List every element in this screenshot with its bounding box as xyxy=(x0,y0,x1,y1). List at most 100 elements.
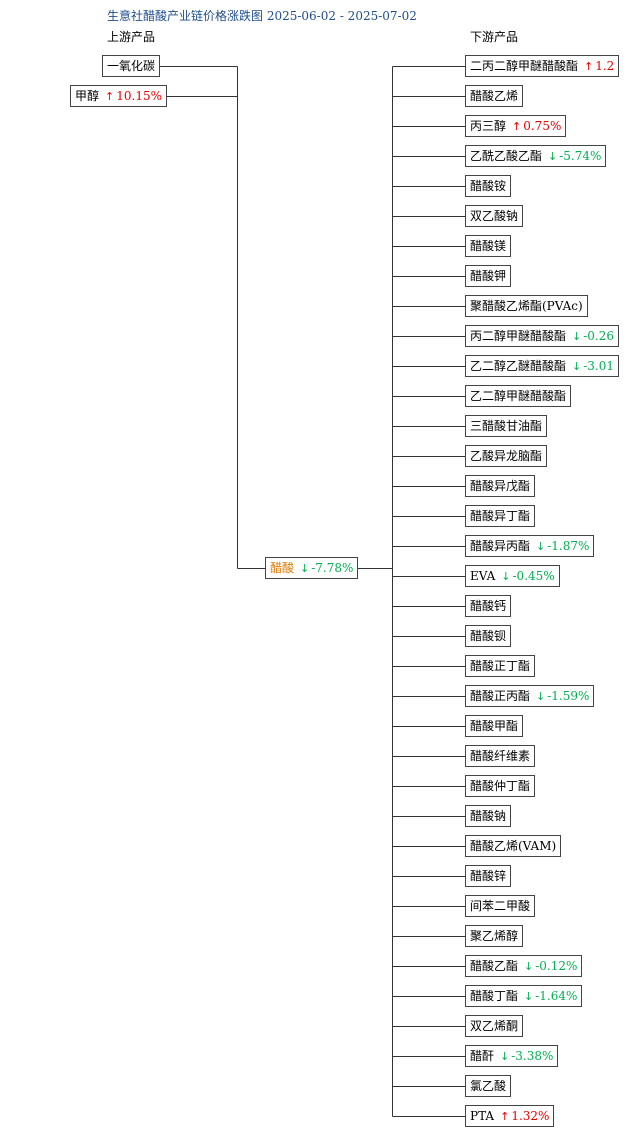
downstream-node[interactable]: 醋酸异戊酯 xyxy=(465,475,536,497)
price-change-value: 1.32% xyxy=(511,1109,550,1123)
node-name: 一氧化碳 xyxy=(107,59,156,73)
downstream-node[interactable]: 聚乙烯醇 xyxy=(465,925,524,947)
downstream-node[interactable]: 醋酸钡 xyxy=(465,625,512,647)
node-name: 醋酸乙烯 xyxy=(470,89,519,103)
downstream-node[interactable]: 醋酸钾 xyxy=(465,265,512,287)
node-name: 甲醇 xyxy=(75,89,100,103)
downstream-node[interactable]: PTA ↑1.32% xyxy=(465,1105,555,1127)
downstream-node[interactable]: 丙二醇甲醚醋酸酯 ↓-0.26 xyxy=(465,325,620,347)
downstream-node[interactable]: 乙酰乙酸乙酯 ↓-5.74% xyxy=(465,145,607,167)
node-name: 醋酸锌 xyxy=(470,869,507,883)
downstream-node[interactable]: 醋酸乙烯(VAM) xyxy=(465,835,562,857)
price-change: ↓-1.87% xyxy=(536,539,589,553)
downstream-node[interactable]: 醋酸乙烯 xyxy=(465,85,524,107)
price-change-value: -3.01 xyxy=(583,359,615,373)
node-name: 二丙二醇甲醚醋酸酯 xyxy=(470,59,579,73)
node-name: 三醋酸甘油酯 xyxy=(470,419,543,433)
node-name: 聚乙烯醇 xyxy=(470,929,519,943)
price-change-value: -1.59% xyxy=(547,689,590,703)
price-change-value: 10.15% xyxy=(116,89,162,103)
price-change: ↑1.2 xyxy=(584,59,614,73)
price-change: ↑1.32% xyxy=(500,1109,549,1123)
price-change-value: -3.38% xyxy=(511,1049,554,1063)
arrow-down-icon: ↓ xyxy=(500,1050,510,1063)
upstream-header: 上游产品 xyxy=(107,30,156,44)
node-name: 醋酸乙酯 xyxy=(470,959,519,973)
price-change-value: -0.26 xyxy=(583,329,615,343)
downstream-node[interactable]: 醋酸仲丁酯 xyxy=(465,775,536,797)
node-name: 醋酸异丙酯 xyxy=(470,539,531,553)
downstream-node[interactable]: 双乙烯酮 xyxy=(465,1015,524,1037)
price-change-value: -0.45% xyxy=(512,569,555,583)
node-name: 醋酸仲丁酯 xyxy=(470,779,531,793)
downstream-node[interactable]: 间苯二甲酸 xyxy=(465,895,536,917)
price-change-value: -0.12% xyxy=(535,959,578,973)
downstream-node[interactable]: 醋酸铵 xyxy=(465,175,512,197)
downstream-node[interactable]: 醋酸甲酯 xyxy=(465,715,524,737)
downstream-node[interactable]: 醋酸异丙酯 ↓-1.87% xyxy=(465,535,595,557)
downstream-node[interactable]: 三醋酸甘油酯 xyxy=(465,415,548,437)
arrow-down-icon: ↓ xyxy=(536,540,546,553)
node-name: 双乙酸钠 xyxy=(470,209,519,223)
downstream-node[interactable]: 醋酸纤维素 xyxy=(465,745,536,767)
node-name: PTA xyxy=(470,1109,495,1123)
node-name: 乙酸异龙脑酯 xyxy=(470,449,543,463)
node-name: 聚醋酸乙烯酯(PVAc) xyxy=(470,299,583,313)
downstream-node[interactable]: 醋酸丁酯 ↓-1.64% xyxy=(465,985,583,1007)
chart-title: 生意社醋酸产业链价格涨跌图 2025-06-02 - 2025-07-02 xyxy=(107,9,417,23)
price-change: ↓-5.74% xyxy=(548,149,601,163)
downstream-node[interactable]: EVA↓-0.45% xyxy=(465,565,560,587)
downstream-node[interactable]: 醋酸钠 xyxy=(465,805,512,827)
node-name: 醋酸镁 xyxy=(470,239,507,253)
node-name: 醋酸乙烯(VAM) xyxy=(470,839,557,853)
arrow-up-icon: ↑ xyxy=(105,90,115,103)
upstream-node[interactable]: 甲醇 ↑10.15% xyxy=(70,85,167,107)
node-name: 醋酸异戊酯 xyxy=(470,479,531,493)
arrow-down-icon: ↓ xyxy=(300,562,310,575)
price-change: ↑0.75% xyxy=(512,119,561,133)
downstream-node[interactable]: 醋酸乙酯 ↓-0.12% xyxy=(465,955,583,977)
downstream-node[interactable]: 聚醋酸乙烯酯(PVAc) xyxy=(465,295,588,317)
node-name: 醋酸异丁酯 xyxy=(470,509,531,523)
node-name: 醋酸正丁酯 xyxy=(470,659,531,673)
price-change: ↓-1.64% xyxy=(524,989,577,1003)
downstream-header: 下游产品 xyxy=(470,30,519,44)
price-change: ↓-0.12% xyxy=(524,959,577,973)
node-name: 醋酸纤维素 xyxy=(470,749,531,763)
downstream-node[interactable]: 醋酐 ↓-3.38% xyxy=(465,1045,559,1067)
node-name: 醋酸正丙酯 xyxy=(470,689,531,703)
arrow-down-icon: ↓ xyxy=(524,990,534,1003)
downstream-node[interactable]: 双乙酸钠 xyxy=(465,205,524,227)
price-change-value: 0.75% xyxy=(523,119,562,133)
downstream-node[interactable]: 氯乙酸 xyxy=(465,1075,512,1097)
node-name: 醋酸丁酯 xyxy=(470,989,519,1003)
price-change: ↓-0.45% xyxy=(501,569,554,583)
downstream-node[interactable]: 乙酸异龙脑酯 xyxy=(465,445,548,467)
node-name: 醋酸钠 xyxy=(470,809,507,823)
price-change: ↓-3.38% xyxy=(500,1049,553,1063)
arrow-down-icon: ↓ xyxy=(572,360,582,373)
arrow-down-icon: ↓ xyxy=(572,330,582,343)
node-name: 丙二醇甲醚醋酸酯 xyxy=(470,329,567,343)
node-name: 醋酐 xyxy=(470,1049,495,1063)
price-change: ↓-0.26 xyxy=(572,329,614,343)
arrow-up-icon: ↑ xyxy=(500,1110,510,1123)
price-change-value: -7.78% xyxy=(311,561,354,575)
downstream-node[interactable]: 醋酸锌 xyxy=(465,865,512,887)
node-name: 双乙烯酮 xyxy=(470,1019,519,1033)
downstream-node[interactable]: 丙三醇↑0.75% xyxy=(465,115,567,137)
downstream-node[interactable]: 醋酸镁 xyxy=(465,235,512,257)
downstream-node[interactable]: 醋酸正丙酯↓-1.59% xyxy=(465,685,595,707)
downstream-node[interactable]: 醋酸钙 xyxy=(465,595,512,617)
downstream-node[interactable]: 醋酸正丁酯 xyxy=(465,655,536,677)
price-change-value: -5.74% xyxy=(559,149,602,163)
node-name: 乙酰乙酸乙酯 xyxy=(470,149,543,163)
downstream-node[interactable]: 乙二醇乙醚醋酸酯↓-3.01 xyxy=(465,355,620,377)
downstream-node[interactable]: 乙二醇甲醚醋酸酯 xyxy=(465,385,572,407)
center-node[interactable]: 醋酸↓-7.78% xyxy=(265,557,359,579)
downstream-node[interactable]: 醋酸异丁酯 xyxy=(465,505,536,527)
downstream-node[interactable]: 二丙二醇甲醚醋酸酯 ↑1.2 xyxy=(465,55,620,77)
arrow-down-icon: ↓ xyxy=(524,960,534,973)
upstream-node[interactable]: 一氧化碳 xyxy=(102,55,161,77)
